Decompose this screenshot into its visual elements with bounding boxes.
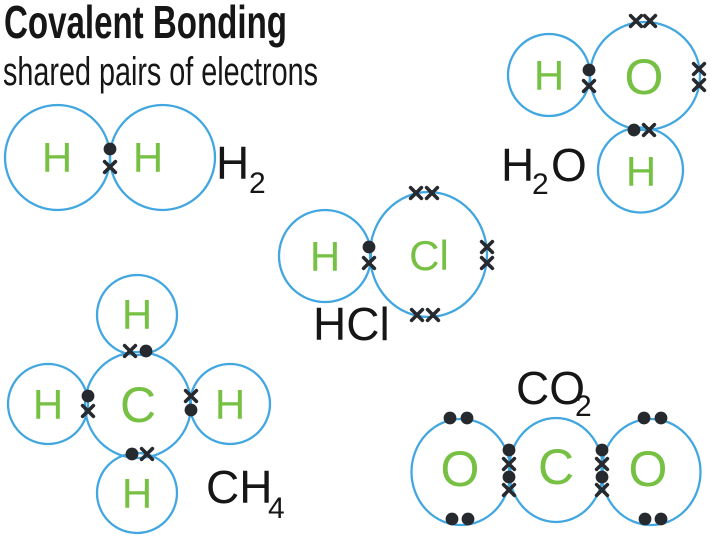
atom-symbol: O [441, 441, 480, 497]
electron-dot-icon [139, 344, 153, 358]
molecule-co2: O C O CO 2 [410, 362, 702, 527]
electron-dot-icon [654, 512, 668, 526]
electron-dot-icon [362, 240, 376, 254]
molecule-h2: H H H 2 [3, 103, 266, 212]
electron-dot-icon [103, 142, 117, 156]
electron-shell [507, 416, 605, 524]
molecule-label-base: CO [516, 362, 585, 414]
atom-symbol: H [42, 134, 72, 181]
molecule-ch4: H H C H H CH 4 [6, 273, 285, 535]
atom-symbol: H [122, 291, 152, 338]
electron-dot-icon [461, 512, 475, 526]
electron-dot-icon [125, 447, 139, 461]
atom-symbol: H [310, 233, 340, 280]
atom-symbol: Cl [409, 232, 449, 279]
page-subtitle: shared pairs of electrons [3, 50, 318, 94]
electron-dot-icon [502, 470, 516, 484]
atom-symbol: H [33, 381, 63, 428]
electron-cross-icon [425, 307, 441, 323]
atom-symbol: H [133, 134, 163, 181]
atom-symbol: C [120, 377, 156, 433]
molecule-label-base: H [501, 139, 534, 191]
molecule-label-subscript: 2 [249, 167, 266, 200]
electron-dot-icon [184, 403, 198, 417]
electron-shell [108, 103, 217, 212]
atom-symbol: H [122, 470, 152, 517]
page-title: Covalent Bonding [4, 0, 287, 48]
electron-shell [596, 126, 685, 214]
molecule-label-subscript: 2 [575, 390, 592, 423]
electron-dot-icon [502, 443, 516, 457]
atom-symbol: H [534, 52, 564, 99]
molecule-label-base: HCl [313, 298, 390, 350]
molecule-label-subscript: 4 [268, 492, 285, 525]
molecule-label-subscript: 2 [532, 168, 549, 201]
electron-dot-icon [595, 470, 609, 484]
atom-symbol: O [629, 441, 668, 497]
electron-dot-icon [595, 443, 609, 457]
electron-dot-icon [637, 411, 651, 425]
electron-dot-icon [81, 389, 95, 403]
electron-dot-icon [654, 411, 668, 425]
electron-dot-icon [460, 411, 474, 425]
electron-cross-icon [628, 13, 644, 29]
molecule-label-base: H [216, 137, 249, 189]
atom-symbol: H [215, 381, 245, 428]
electron-dot-icon [627, 123, 641, 137]
electron-shell [6, 362, 90, 446]
atom-symbol: C [538, 439, 574, 495]
atom-symbol: H [626, 148, 656, 195]
molecule-h2o: H O H H 2 O [501, 13, 707, 214]
electron-dot-icon [582, 63, 596, 77]
atom-symbol: O [625, 49, 664, 105]
electron-dot-icon [638, 512, 652, 526]
molecule-label-suffix: O [551, 139, 587, 191]
molecule-label-base: CH [206, 461, 272, 513]
molecule-hcl: H Cl HCl [277, 185, 495, 350]
electron-shell [95, 273, 179, 357]
electron-dot-icon [443, 411, 457, 425]
electron-dot-icon [445, 512, 459, 526]
